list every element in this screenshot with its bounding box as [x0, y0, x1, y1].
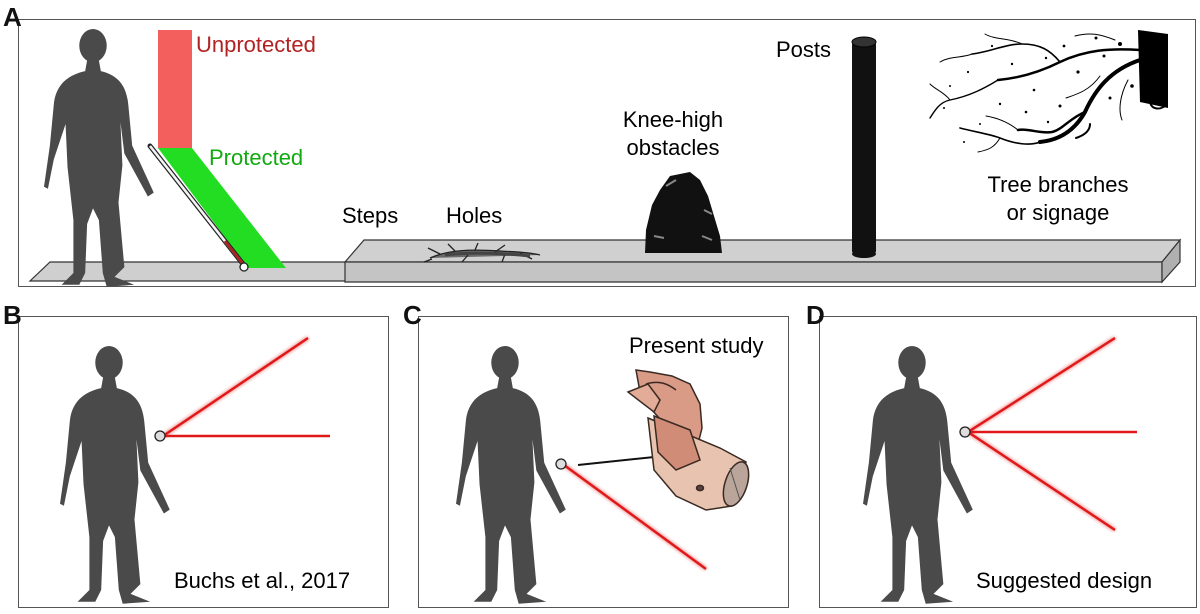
panel-d [819, 316, 1197, 608]
person-b [60, 345, 170, 604]
panel-b-letter: B [3, 300, 22, 330]
caption-b: Buchs et al., 2017 [174, 568, 351, 593]
panel-a-letter: A [3, 2, 22, 32]
caption-c: Present study [629, 333, 764, 358]
protected-zone [158, 148, 286, 268]
cane-tip [239, 262, 249, 272]
tree-branches [929, 30, 1168, 153]
device-b [154, 430, 166, 442]
panel-c-letter: C [403, 300, 422, 330]
tree-leaves [943, 36, 1152, 143]
device-d [959, 426, 971, 438]
panel-b [18, 316, 389, 608]
label-posts: Posts [776, 37, 832, 62]
unprotected-zone [158, 30, 192, 148]
person-with-cane [44, 28, 154, 287]
panel-d-letter: D [806, 300, 825, 330]
label-holes: Holes [446, 203, 503, 228]
post [852, 42, 876, 254]
device-c [555, 458, 567, 470]
walkway-side [1161, 238, 1181, 284]
label-knee-high-obstacles: Knee-high obstacles [622, 107, 724, 160]
hole-crack [423, 242, 541, 263]
label-tree-branches: Tree branches or signage [987, 172, 1129, 225]
laser-beams-d [967, 336, 1137, 532]
knee-high-obstacle [645, 172, 722, 253]
hand-with-device [626, 369, 750, 511]
walkway-front [344, 261, 1163, 283]
caption-d: Suggested design [976, 568, 1153, 593]
laser-beam-c [562, 463, 708, 571]
zoom-pointer [577, 455, 665, 466]
person-d [863, 345, 973, 604]
label-steps: Steps [342, 203, 399, 228]
laser-beams-b [162, 336, 330, 438]
label-unprotected: Unprotected [196, 32, 316, 57]
label-protected: Protected [209, 145, 304, 170]
person-c [456, 345, 566, 604]
